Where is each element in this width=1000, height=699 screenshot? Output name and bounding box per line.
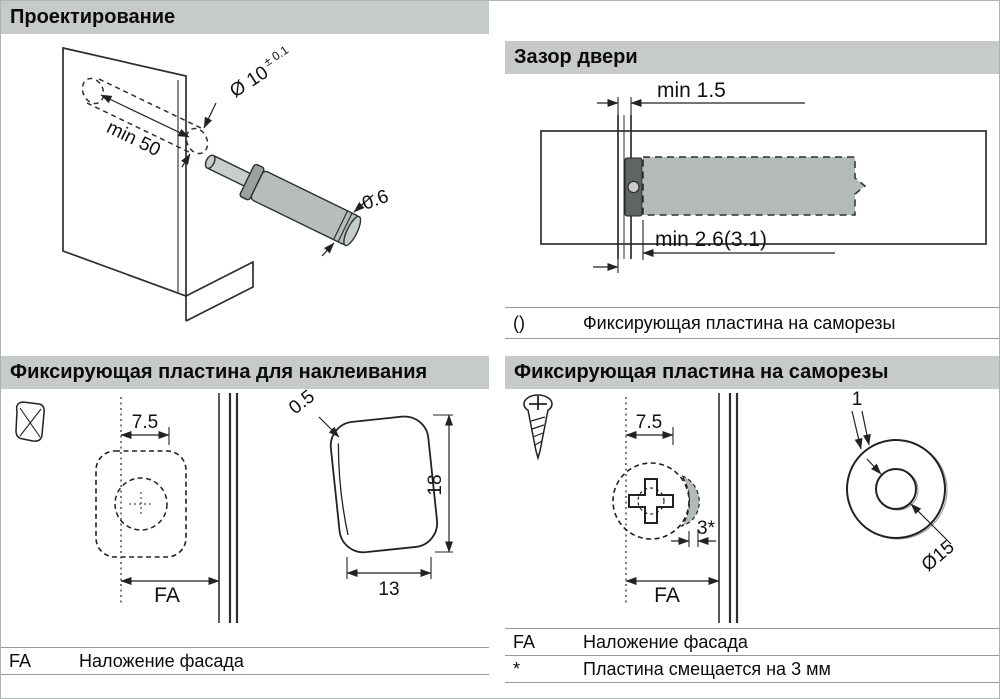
screw-hole-circle — [637, 487, 665, 515]
thickness-leader — [318, 416, 340, 438]
glue-plate-legend: FA Наложение фасада — [1, 647, 489, 675]
dim-tolerance: ± 0.1 — [261, 43, 291, 69]
hole-dia-arrow-lower — [910, 503, 935, 528]
cabinet-edge-lines — [718, 393, 739, 623]
legend-row: * Пластина смещается на 3 мм — [505, 655, 999, 682]
section-title-door-gap: Зазор двери — [505, 41, 999, 74]
legend-row: FA Наложение фасада — [1, 647, 489, 674]
legend-value: Наложение фасада — [79, 650, 244, 671]
ring-arrow-upper — [353, 194, 374, 213]
section-title-glue-plate: Фиксирующая пластина для наклеивания — [1, 356, 489, 389]
plate-side-view — [329, 415, 439, 554]
legend-row: FA Наложение фасада — [505, 628, 999, 655]
screw-plate-drawing: 7.5 3* FA 1 Ø15 — [523, 389, 959, 623]
legend-key: * — [513, 658, 521, 679]
screw-plate-legend: FA Наложение фасада * Пластина смещается… — [505, 628, 999, 683]
plate-outline-dashed — [612, 462, 690, 540]
legend-value: Пластина смещается на 3 мм — [583, 658, 831, 679]
dim-ring: 0.6 — [360, 186, 392, 215]
legend-key: FA — [513, 631, 536, 652]
plate-inner-circle — [114, 477, 168, 531]
legend-value: Наложение фасада — [583, 631, 748, 652]
door-gap-drawing: min 1.5 min 2.6(3.1) — [540, 79, 987, 273]
cabinet-panel — [62, 46, 254, 322]
dim-diameter: Ø 10 — [226, 62, 272, 102]
legend-key: FA — [9, 650, 32, 671]
dim-fa: FA — [654, 584, 680, 607]
hole-dia-arrow-upper — [866, 458, 882, 475]
depth-dimension-line — [100, 94, 190, 138]
cabinet-edge-lines — [218, 393, 239, 623]
dim-depth: min 50 — [103, 117, 163, 161]
dim-thickness: 0.5 — [285, 389, 319, 419]
dim-offset: 7.5 — [132, 412, 158, 433]
diameter-arrow-upper — [203, 102, 217, 129]
dim-diameter: Ø15 — [918, 537, 959, 576]
dim-door-gap-bottom: min 2.6(3.1) — [655, 228, 767, 251]
catch-plate-magnet — [627, 181, 640, 193]
screw-cross — [628, 478, 674, 524]
diameter-arrow-lower — [181, 153, 191, 168]
glue-plate-drawing: 7.5 FA 0.5 18 13 — [15, 389, 453, 623]
projection-drawing: min 50 Ø 10 ± 0.1 0.6 — [62, 43, 392, 322]
thickness-leader — [851, 410, 863, 450]
leader-line — [933, 526, 952, 545]
screw-icon — [523, 394, 553, 461]
door-gap-legend: () Фиксирующая пластина на саморезы — [505, 307, 999, 339]
page-title: Проектирование — [1, 1, 489, 34]
dim-thickness: 1 — [852, 389, 863, 410]
diameter-label-group: Ø 10 ± 0.1 — [226, 43, 291, 103]
dim-shift: 3* — [697, 518, 716, 539]
dim-width: 13 — [378, 579, 399, 600]
dim-offset: 7.5 — [636, 412, 662, 433]
dim-fa: FA — [154, 584, 180, 607]
dim-door-gap-top: min 1.5 — [657, 79, 726, 102]
ring-arrow-lower — [321, 242, 335, 257]
plate-outline-dashed — [95, 450, 187, 558]
section-title-screw-plate: Фиксирующая пластина на саморезы — [505, 356, 999, 389]
tip-on-plunger — [204, 154, 362, 247]
legend-row: () Фиксирующая пластина на саморезы — [505, 307, 999, 338]
legend-value: Фиксирующая пластина на саморезы — [583, 312, 896, 333]
thickness-leader — [861, 410, 871, 446]
dim-height: 18 — [425, 474, 446, 495]
adhesive-plate-icon — [15, 401, 45, 442]
washer-view — [846, 439, 948, 540]
legend-key: () — [513, 312, 525, 333]
tip-on-unit-dashed — [642, 156, 867, 216]
